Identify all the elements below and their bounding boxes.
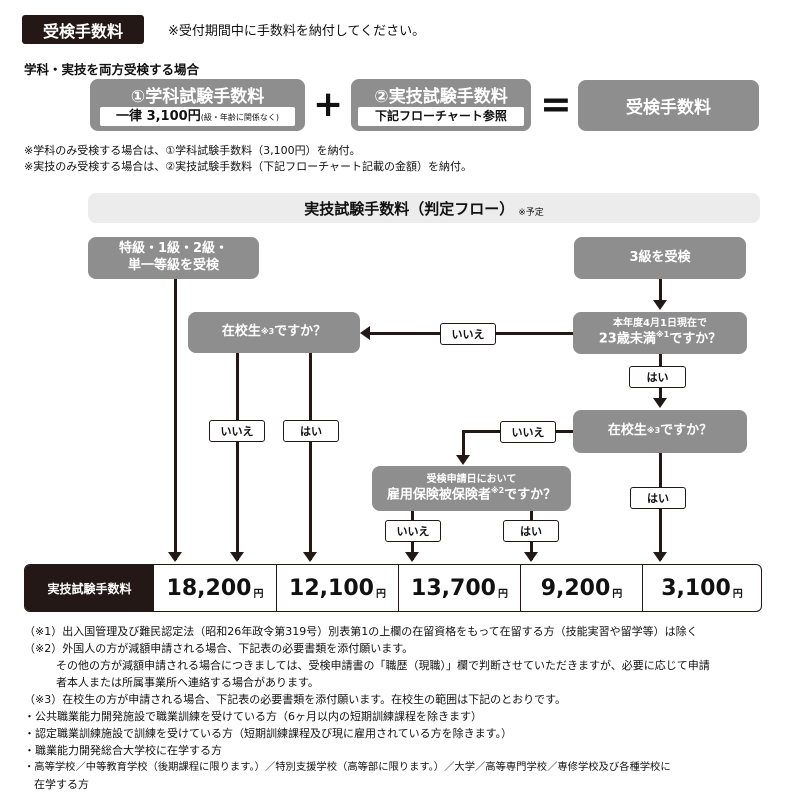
arrow-to-3100: [653, 552, 667, 562]
node-insured-sup: ※2: [490, 485, 505, 495]
fee-value: 3,100: [661, 575, 731, 601]
node-special-grades: 特級・1級・2級・ 単一等級を受検: [88, 237, 259, 279]
fee-value: 9,200: [540, 575, 611, 601]
node-student-left-a: 在校生: [221, 324, 261, 340]
tag-age-yes: はい: [629, 366, 686, 388]
node-insured-c: ですか？: [504, 487, 557, 503]
footnote-2-cont-a: その他の方が減額申請される場合につきましては、受検申請書の「職歴（現職）」欄で判…: [56, 659, 710, 672]
footnote-2-cont-b: 者本人または所属事業所へ連絡する場合があります。: [56, 676, 319, 689]
fee-unit: 円: [375, 588, 386, 600]
academic-fee-amount-text: 一律 3,100円: [116, 109, 201, 124]
line-special: [174, 278, 177, 560]
line-grade3: [659, 279, 662, 305]
arrow-to-9200: [524, 552, 538, 562]
tag-age-no: いいえ: [440, 323, 496, 345]
node-student-right-b: ですか？: [660, 423, 713, 439]
footnote-3-item-2: ・認定職業訓練施設で訓練を受けている方（短期訓練課程及び現に雇用されている方を除…: [24, 727, 513, 740]
fee-unit: 円: [612, 588, 623, 600]
node-student-left-sup: ※3: [260, 327, 275, 337]
practical-only-note: ※実技のみ受検する場合は、②実技試験手数料（下記フローチャート記載の金額）を納付…: [24, 160, 472, 173]
academic-fee-box: ①学科試験手数料 一律 3,100円(級・年齢に関係なく): [90, 79, 305, 131]
flow-header: 実技試験手数料（判定フロー）※予定: [88, 193, 760, 223]
fee-unit: 円: [253, 588, 264, 600]
fee-value: 18,200: [166, 575, 252, 601]
tag-student-right-yes: はい: [630, 487, 686, 509]
fee-value: 13,700: [411, 575, 496, 601]
node-age: 本年度4月1日現在で 23歳未満※1ですか？: [573, 312, 747, 354]
practical-fee-reference: 下記フローチャート参照: [358, 107, 524, 126]
node-age-sup: ※1: [655, 330, 670, 340]
node-student-right-a: 在校生: [607, 423, 647, 439]
footnote-3: （※3）在校生の方が申請される場合、下記表の必要書類を添付願います。在校生の範囲…: [24, 693, 567, 706]
arrow-to-18200: [168, 552, 182, 562]
page-title-badge: 受検手数料: [22, 15, 144, 44]
node-insured: 受検申請日において 雇用保険被保険者※2ですか？: [372, 466, 571, 511]
arrow-to-student-right: [653, 398, 667, 408]
node-student-right-sup: ※3: [646, 426, 661, 436]
academic-fee-title: ①学科試験手数料: [130, 87, 265, 107]
academic-fee-amount: 一律 3,100円(級・年齢に関係なく): [100, 107, 295, 126]
arrow-to-student-left: [360, 326, 370, 340]
footnote-3-item-3: ・職業能力開発総合大学校に在学する方: [24, 744, 222, 757]
line-student-right-no-down: [462, 430, 465, 456]
flow-header-title: 実技試験手数料（判定フロー）: [304, 199, 515, 218]
line-student-yes: [309, 352, 312, 560]
node-insured-line2: 雇用保険被保険者※2ですか？: [387, 486, 556, 504]
node-age-a: 本年度4月1日現在で: [613, 318, 707, 330]
tag-student-right-no: いいえ: [500, 421, 556, 443]
node-age-line2: 23歳未満※1ですか？: [599, 330, 721, 348]
tag-insured-no: いいえ: [385, 520, 441, 542]
tag-student-left-no: いいえ: [209, 420, 265, 442]
tag-student-left-yes: はい: [283, 420, 339, 442]
tag-insured-yes: はい: [503, 520, 559, 542]
plus-sign: +: [313, 84, 344, 125]
node-insured-a: 受検申請日において: [426, 473, 517, 485]
academic-fee-amount-note: (級・年齢に関係なく): [200, 113, 279, 122]
practical-fee-box: ②実技試験手数料 下記フローチャート参照: [351, 79, 531, 131]
fee-unit: 円: [732, 588, 743, 600]
footnote-2: （※2）外国人の方が減額申請される場合、下記表の必要書類を添付願います。: [24, 642, 414, 655]
footnote-3-item-1: ・公共職業能力開発施設で職業訓練を受けている方（6ヶ月以内の短期訓練課程を除きま…: [24, 710, 482, 723]
footnote-1: （※1）出入国管理及び難民認定法（昭和26年政令第319号）別表第1の上欄の在留…: [24, 625, 698, 638]
equals-sign: =: [540, 82, 572, 126]
node-student-left-b: ですか？: [274, 324, 327, 340]
total-fee-box: 受検手数料: [578, 80, 759, 131]
node-grade3: 3級を受検: [574, 237, 746, 279]
arrow-to-12100: [230, 552, 244, 562]
arrow-to-age: [653, 300, 667, 310]
node-age-b: 23歳未満: [598, 331, 656, 347]
fee-results-label: 実技試験手数料: [25, 565, 154, 611]
both-exams-heading: 学科・実技を両方受検する場合: [24, 62, 200, 77]
arrow-to-insured: [456, 455, 470, 465]
node-age-c: ですか？: [669, 331, 722, 347]
node-insured-b: 雇用保険被保険者: [386, 487, 491, 503]
practical-fee-title: ②実技試験手数料: [374, 87, 508, 107]
footnote-3-item-4-cont: 在学する方: [34, 778, 89, 791]
payment-period-note: ※受付期間中に手数料を納付してください。: [168, 24, 426, 39]
fee-value: 12,100: [289, 575, 374, 601]
arrow-to-13700: [303, 552, 317, 562]
footnote-3-item-4: ・高等学校／中等教育学校（後期課程に限ります。）／特別支援学校（高等部に限ります…: [24, 761, 671, 773]
line-student-no: [236, 352, 239, 560]
fee-unit: 円: [497, 588, 508, 600]
arrow-to-13700-b: [405, 552, 419, 562]
academic-only-note: ※学科のみ受検する場合は、①学科試験手数料（3,100円）を納付。: [24, 144, 361, 157]
flow-header-note: ※予定: [518, 207, 544, 218]
